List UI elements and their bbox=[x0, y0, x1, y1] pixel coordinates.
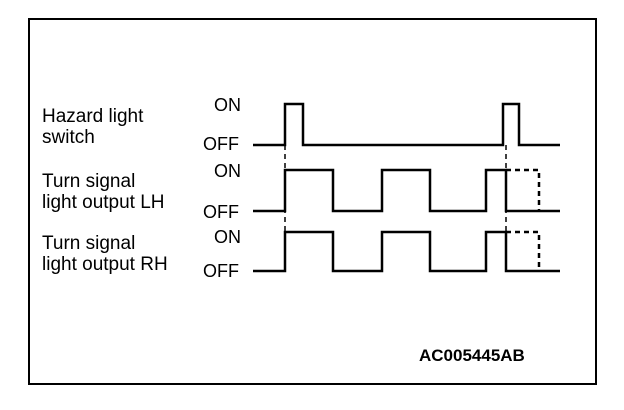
signal-label-turn-lh: Turn signal light output LH bbox=[42, 171, 165, 213]
hazard-off-label: OFF bbox=[203, 134, 239, 154]
dashed-waveform-signal-2 bbox=[506, 168, 541, 211]
figure-code: AC005445AB bbox=[419, 346, 525, 365]
lh-off-label: OFF bbox=[203, 202, 239, 222]
waveform-signal-1 bbox=[253, 102, 560, 147]
rh-on-label: ON bbox=[214, 227, 241, 247]
waveform-signal-2 bbox=[253, 168, 560, 213]
lh-on-label: ON bbox=[214, 161, 241, 181]
signal-label-hazard-switch: Hazard light switch bbox=[42, 106, 144, 148]
signal-label-turn-rh: Turn signal light output RH bbox=[42, 233, 168, 275]
rh-off-label: OFF bbox=[203, 261, 239, 281]
diagram-frame bbox=[28, 18, 597, 385]
hazard-on-label: ON bbox=[214, 95, 241, 115]
waveform-signal-3 bbox=[253, 230, 560, 273]
dashed-waveform-signal-3 bbox=[506, 230, 541, 271]
